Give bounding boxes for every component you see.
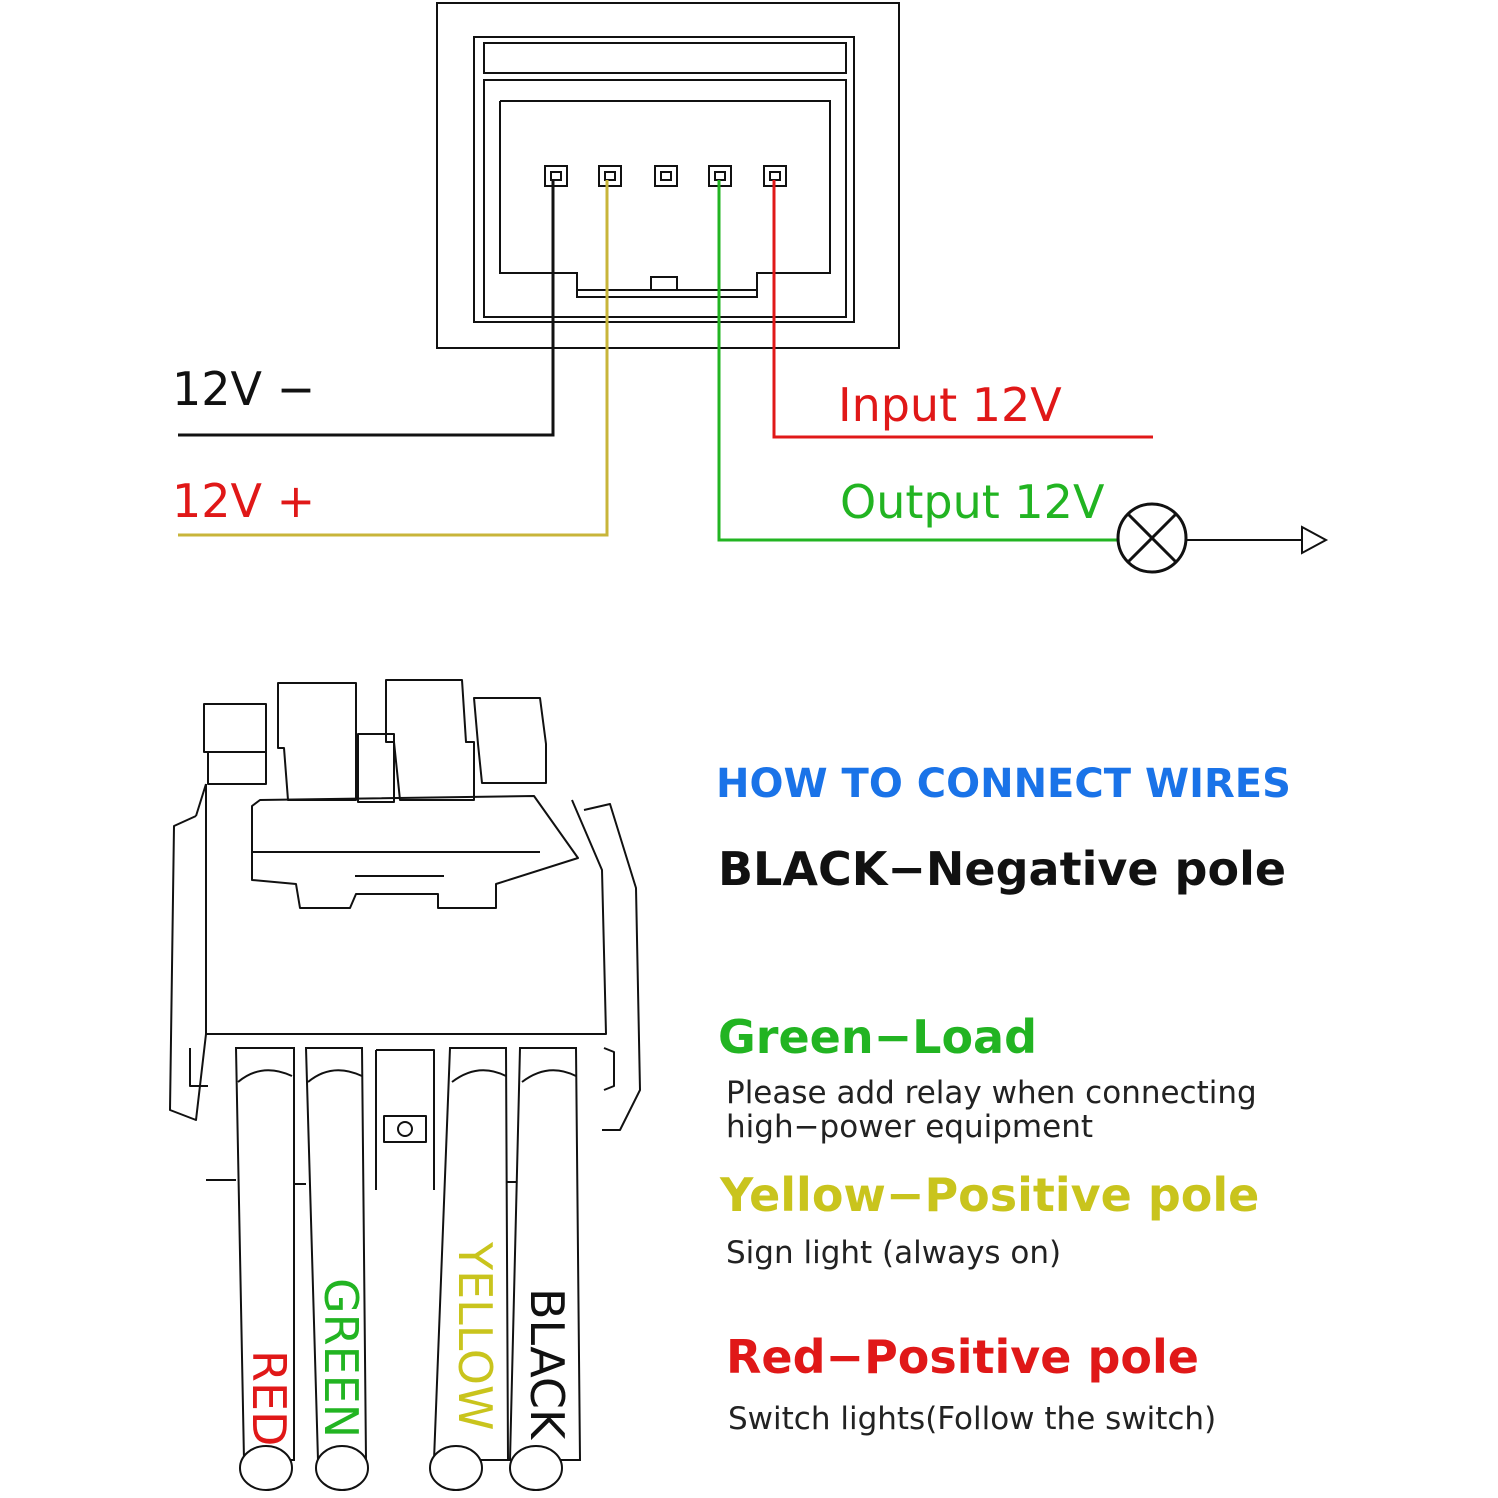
plug-label-green: GREEN	[314, 1278, 368, 1439]
plug-wire-black	[508, 1047, 582, 1491]
switch-socket	[436, 2, 900, 349]
wire-red-input	[772, 180, 1153, 439]
socket-pins	[544, 165, 787, 187]
yellow-note: Sign light (always on)	[726, 1235, 1062, 1271]
plug-label-yellow: YELLOW	[448, 1242, 502, 1431]
output-12v-label: Output 12V	[840, 475, 1105, 529]
negative-12v-label: 12V −	[172, 362, 316, 416]
plug-wire-red	[234, 1047, 295, 1491]
yellow-heading: Yellow−Positive pole	[720, 1168, 1260, 1222]
plug-wire-yellow	[429, 1047, 510, 1491]
green-note-line1: Please add relay when connecting	[726, 1075, 1257, 1111]
wire-green-output	[717, 180, 1118, 542]
red-note: Switch lights(Follow the switch)	[728, 1401, 1217, 1437]
input-12v-label: Input 12V	[838, 378, 1062, 432]
black-heading: BLACK−Negative pole	[718, 842, 1287, 896]
green-note-line2: high−power equipment	[726, 1109, 1093, 1145]
instructions-title: HOW TO CONNECT WIRES	[716, 761, 1291, 807]
arrow-icon	[1301, 525, 1329, 555]
positive-12v-label: 12V +	[172, 474, 316, 528]
green-heading: Green−Load	[718, 1010, 1038, 1064]
plug-label-red: RED	[242, 1350, 296, 1447]
wire-yellow-positive	[178, 180, 609, 537]
plug-label-black: BLACK	[520, 1288, 574, 1440]
lamp-icon	[1116, 502, 1188, 574]
red-heading: Red−Positive pole	[726, 1330, 1200, 1384]
wire-black-negative	[178, 180, 555, 437]
plug-housing	[169, 679, 641, 1190]
plug-wire-green	[304, 1047, 369, 1491]
